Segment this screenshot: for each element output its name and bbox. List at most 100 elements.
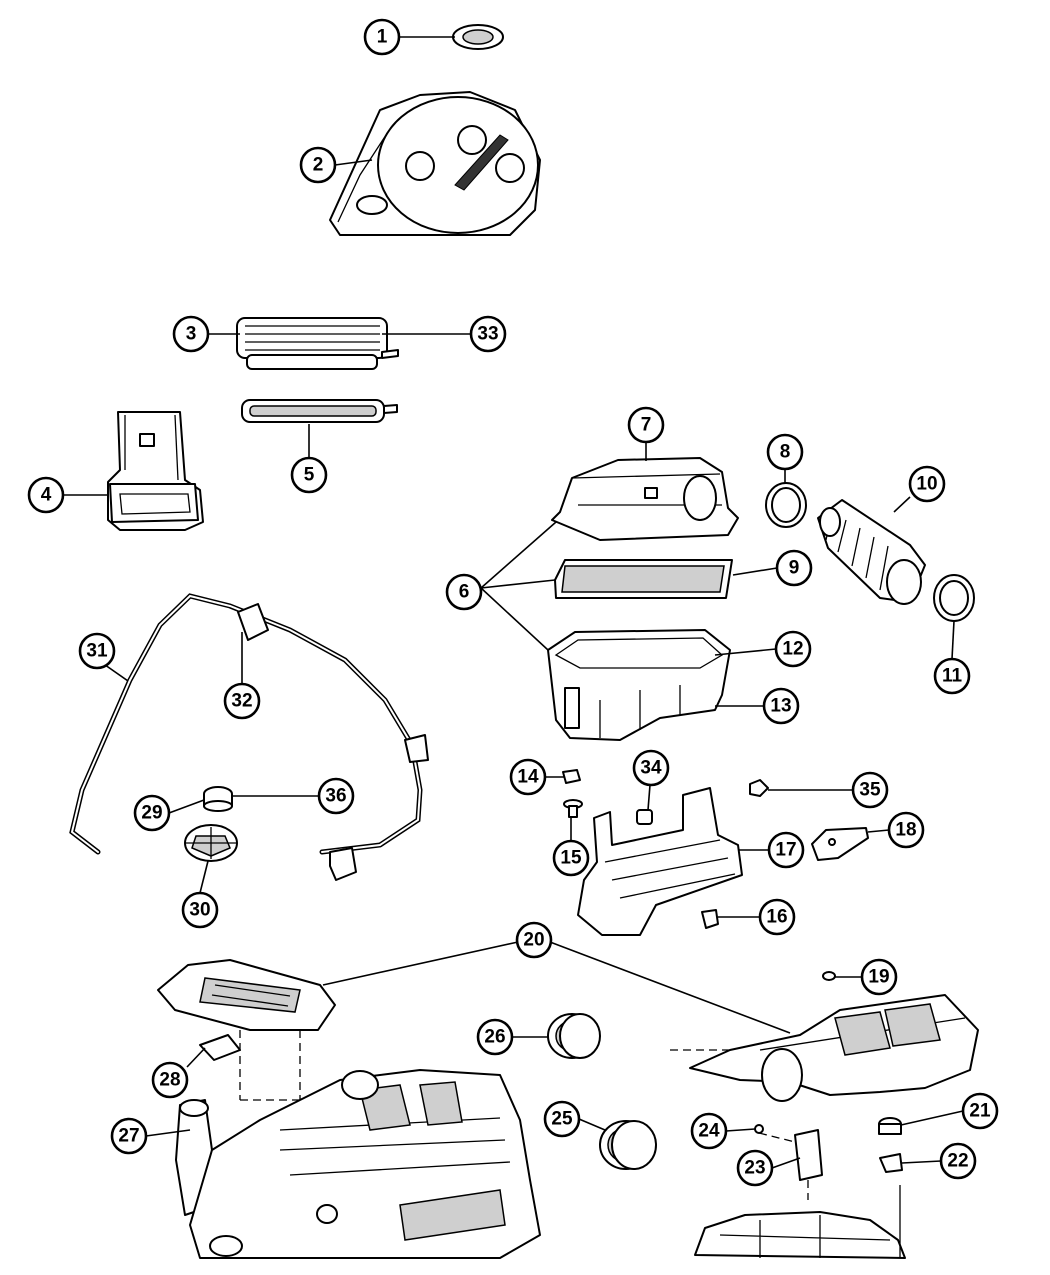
part-17-bracket [577, 787, 743, 936]
callout-1: 1 [363, 18, 401, 56]
callout-27: 27 [110, 1117, 148, 1155]
callout-8: 8 [766, 433, 804, 471]
svg-text:8: 8 [780, 442, 791, 463]
part-14-nut [562, 769, 581, 784]
callout-35: 35 [851, 771, 889, 809]
callout-19: 19 [860, 958, 898, 996]
callout-26: 26 [476, 1018, 514, 1056]
svg-text:1: 1 [377, 27, 388, 48]
svg-text:27: 27 [118, 1126, 139, 1147]
svg-text:25: 25 [551, 1109, 573, 1130]
svg-text:28: 28 [159, 1070, 180, 1091]
callout-10: 10 [908, 465, 946, 503]
part-1-cap-seal [452, 24, 504, 50]
part-31-hose [69, 593, 429, 881]
part-2-engine-cover [329, 91, 541, 236]
callout-9: 9 [775, 549, 813, 587]
svg-text:34: 34 [640, 758, 662, 779]
part-4-air-inlet-duct [107, 411, 204, 531]
callout-2: 2 [299, 146, 337, 184]
part-29-36-grommet [203, 786, 233, 812]
svg-text:10: 10 [916, 474, 937, 495]
svg-text:19: 19 [868, 967, 889, 988]
callout-34: 34 [632, 749, 670, 787]
callout-29: 29 [133, 794, 171, 832]
part-5-resonator-seal [241, 399, 398, 423]
part-32-hose-clip [237, 603, 269, 641]
svg-text:18: 18 [895, 820, 916, 841]
callout-17: 17 [767, 831, 805, 869]
svg-text:20: 20 [523, 930, 544, 951]
svg-text:31: 31 [86, 641, 108, 662]
svg-text:11: 11 [942, 666, 963, 687]
callout-3: 3 [172, 315, 210, 353]
callout-6: 6 [445, 573, 483, 611]
part-10-air-hose [817, 499, 926, 605]
callout-21: 21 [961, 1092, 999, 1130]
svg-text:4: 4 [41, 485, 52, 506]
part-25-seal [599, 1120, 657, 1170]
callout-5: 5 [290, 456, 328, 494]
svg-text:29: 29 [141, 803, 162, 824]
svg-text:36: 36 [325, 786, 346, 807]
svg-text:16: 16 [766, 907, 787, 928]
svg-text:32: 32 [231, 691, 252, 712]
callout-30: 30 [181, 891, 219, 929]
engine-assembly-left [157, 959, 541, 1259]
engine-intake-right [694, 1185, 906, 1259]
part-3-resonator [236, 317, 399, 370]
svg-text:22: 22 [947, 1151, 968, 1172]
part-18-bracket-clip [811, 827, 869, 861]
svg-text:12: 12 [782, 639, 803, 660]
part-8-hose-clamp [765, 482, 807, 528]
svg-text:15: 15 [560, 848, 582, 869]
callout-18: 18 [887, 811, 925, 849]
part-19-screw [822, 971, 836, 981]
part-23-bracket [758, 1129, 823, 1200]
svg-text:17: 17 [775, 840, 796, 861]
svg-text:9: 9 [789, 558, 800, 579]
svg-text:7: 7 [641, 415, 652, 436]
part-34-grommet [636, 809, 653, 825]
svg-text:26: 26 [484, 1027, 505, 1048]
callout-25: 25 [543, 1100, 581, 1138]
svg-text:3: 3 [186, 324, 197, 345]
callout-22: 22 [939, 1142, 977, 1180]
callout-12: 12 [774, 630, 812, 668]
part-26-seal [547, 1013, 601, 1059]
callout-11: 11 [933, 657, 971, 695]
callout-36: 36 [317, 777, 355, 815]
callout-24: 24 [690, 1112, 728, 1150]
callout-20: 20 [515, 921, 553, 959]
part-35-nut [749, 779, 769, 797]
leader-lines [63, 36, 964, 1169]
callout-33: 33 [469, 315, 507, 353]
svg-text:5: 5 [304, 465, 315, 486]
svg-text:30: 30 [189, 900, 210, 921]
part-7-air-cleaner-cover [551, 457, 739, 541]
svg-text:21: 21 [969, 1101, 991, 1122]
callout-32: 32 [223, 682, 261, 720]
svg-text:2: 2 [313, 155, 324, 176]
callout-7: 7 [627, 406, 665, 444]
svg-text:23: 23 [744, 1158, 765, 1179]
svg-text:35: 35 [859, 780, 881, 801]
part-30-isolator [184, 824, 238, 862]
part-12-13-air-cleaner-base [547, 629, 731, 741]
callout-15: 15 [552, 839, 590, 877]
callout-23: 23 [736, 1149, 774, 1187]
part-9-air-filter [554, 559, 733, 599]
callout-14: 14 [509, 758, 547, 796]
callout-4: 4 [27, 476, 65, 514]
callout-16: 16 [758, 898, 796, 936]
part-11-hose-clamp [933, 574, 975, 622]
callout-28: 28 [151, 1061, 189, 1099]
svg-text:24: 24 [698, 1121, 720, 1142]
part-15-push-pin [563, 799, 583, 818]
callout-31: 31 [78, 632, 116, 670]
svg-text:13: 13 [770, 696, 791, 717]
svg-text:6: 6 [459, 582, 470, 603]
part-16-clip [701, 909, 719, 929]
svg-text:33: 33 [477, 324, 498, 345]
